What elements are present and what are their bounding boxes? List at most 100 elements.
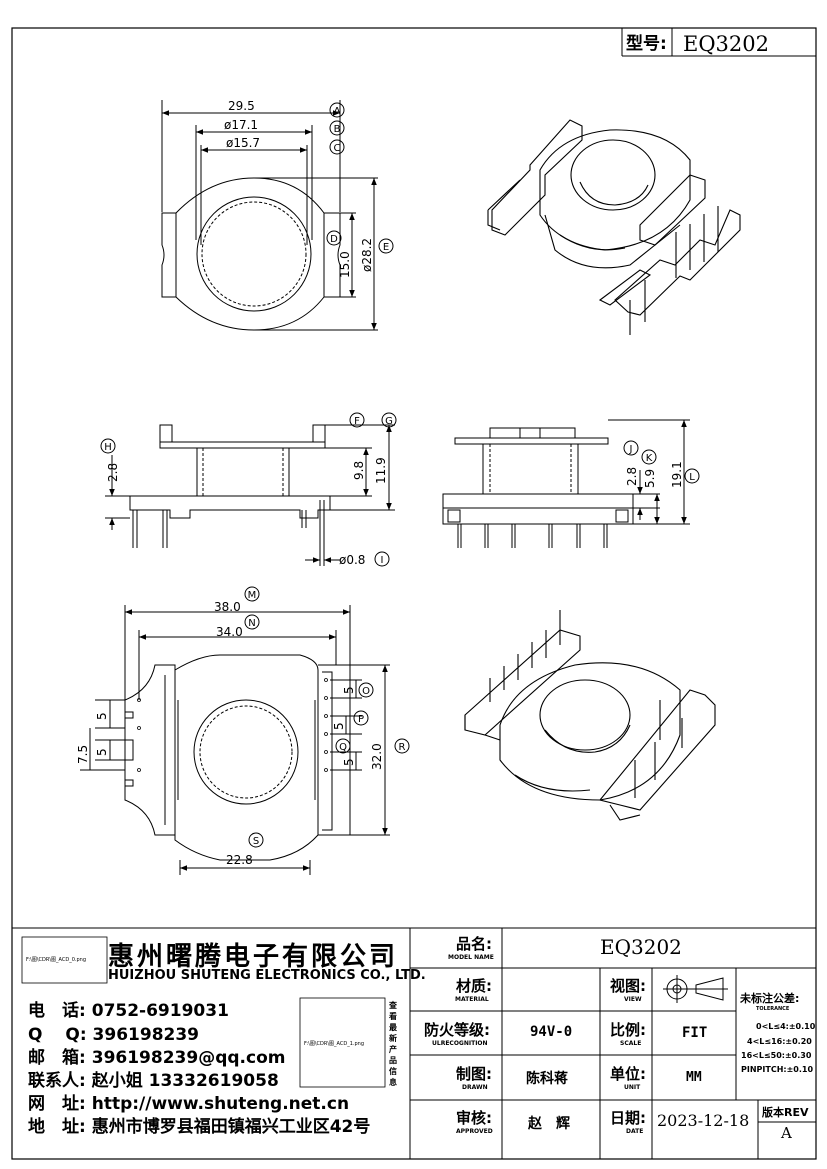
dim-left-5a: 5	[95, 712, 109, 720]
bottom-view	[80, 605, 390, 875]
dim-left-5b: 5	[95, 748, 109, 756]
dim-q: 5	[342, 758, 356, 766]
rev-value: A	[781, 1124, 792, 1142]
tag-s: S	[253, 836, 259, 847]
contact-row: 电 话: 0752-6919031	[28, 996, 229, 1021]
tag-l: L	[689, 472, 695, 483]
contact-row: 地 址: 惠州市博罗县福田镇福兴工业区42号	[28, 1112, 370, 1137]
tag-e: E	[383, 242, 389, 253]
tag-f: F	[354, 416, 360, 427]
contact-row: 联系人: 赵小姐 13332619058	[28, 1066, 279, 1091]
tolerance-row: 16<L≤50:±0.30	[741, 1051, 812, 1060]
dim-k: 5.9	[643, 469, 657, 488]
fire-sub: ULRECOGNITION	[432, 1040, 488, 1047]
pinming-label: 品名:	[456, 935, 492, 953]
contact-row: Q Q: 396198239	[28, 1020, 199, 1045]
qr-caption: 查看最新产品信息	[389, 1001, 397, 1087]
side-view-left-labels: 2.8 9.8 11.9 ø0.8	[106, 457, 388, 567]
tag-b: B	[334, 124, 341, 135]
scale-sub: SCALE	[620, 1040, 642, 1047]
dim-dia-e: ø28.2	[360, 238, 374, 272]
contact-value: 惠州市博罗县福田镇福兴工业区42号	[91, 1117, 371, 1137]
header-model-value: EQ3202	[683, 32, 769, 56]
sheet-border	[11, 27, 817, 1160]
tag-i: I	[381, 555, 384, 566]
drawn-sub: DRAWN	[462, 1084, 488, 1091]
dim-n: 34.0	[216, 625, 243, 639]
tag-g: G	[385, 416, 393, 427]
side-view-right-labels: 2.8 5.9 19.1	[625, 461, 684, 488]
iso-view-top	[487, 119, 741, 335]
dim-l: 19.1	[670, 461, 684, 488]
iso-view-bottom	[464, 610, 716, 821]
fire-label: 防火等级:	[424, 1021, 490, 1039]
drawn-value: 陈科蒋	[526, 1071, 568, 1087]
approved-label: 审核:	[456, 1109, 492, 1127]
contact-label: 地 址:	[28, 1117, 86, 1137]
unit-label: 单位:	[610, 1065, 646, 1083]
view-label: 视图:	[610, 977, 646, 995]
dim-m: 38.0	[214, 600, 241, 614]
header-model-label: 型号:	[626, 33, 667, 54]
dim-r: 32.0	[370, 743, 384, 770]
unit-value: MM	[686, 1070, 702, 1085]
tolerance-row: PINPITCH:±0.10	[741, 1065, 814, 1074]
dim-h: 2.8	[106, 463, 120, 482]
tag-j: J	[629, 444, 633, 455]
side-view-left	[105, 424, 395, 566]
contact-label: 联系人:	[28, 1071, 86, 1091]
rev-label: 版本REV	[762, 1106, 809, 1119]
unit-sub: UNIT	[624, 1084, 641, 1091]
contact-value: 396198239	[92, 1025, 200, 1045]
company-name-en: HUIZHOU SHUTENG ELECTRONICS CO., LTD.	[108, 968, 426, 983]
dim-s: 22.8	[226, 853, 253, 867]
top-view-labels: 29.5 ø17.1 ø15.7 15.0 ø28.2	[224, 99, 374, 278]
qr-code-image	[299, 997, 386, 1088]
scale-value: FIT	[682, 1025, 708, 1041]
contact-label: 邮 箱:	[28, 1048, 86, 1068]
header-model-box: 型号: EQ3202	[621, 28, 816, 57]
contact-label: 网 址:	[28, 1094, 86, 1114]
company-logo-caption: F:\图\CDR\图_ACD_0.png	[26, 957, 87, 963]
bottom-view-labels: 38.0 34.0 22.8 5 5 5 32.0 5 7.5 5	[76, 600, 384, 867]
company-name-cn: 惠州曙腾电子有限公司	[108, 942, 399, 972]
dim-width-a: 29.5	[228, 99, 255, 113]
fire-value: 94V-0	[530, 1024, 573, 1040]
tag-a: A	[334, 106, 341, 117]
dim-pin-dia: ø0.8	[339, 553, 365, 567]
contact-value: 0752-6919031	[91, 1001, 229, 1021]
contact-row: 邮 箱: 396198239@qq.com	[28, 1043, 285, 1068]
dim-left-75: 7.5	[76, 745, 90, 764]
date-sub: DATE	[626, 1128, 644, 1135]
company-logo-image	[21, 936, 108, 984]
material-sub: MATERIAL	[455, 996, 489, 1003]
tolerance-row: 4<L≤16:±0.20	[747, 1037, 812, 1046]
tag-r: R	[399, 742, 406, 753]
contact-value[interactable]: 396198239@qq.com	[91, 1048, 286, 1068]
tag-q: Q	[339, 742, 347, 753]
title-block-grid	[12, 927, 816, 1159]
contact-value: 赵小姐 13332619058	[91, 1071, 279, 1091]
tag-h: H	[104, 442, 112, 453]
pinming-value: EQ3202	[600, 935, 682, 959]
scale-label: 比例:	[610, 1021, 646, 1039]
tag-d: D	[330, 234, 338, 245]
view-sub: VIEW	[624, 996, 642, 1003]
date-label: 日期:	[610, 1109, 646, 1127]
contact-value[interactable]: http://www.shuteng.net.cn	[91, 1094, 350, 1114]
contact-label: Q Q:	[28, 1025, 87, 1045]
projection-symbol-icon	[663, 975, 728, 1003]
drawn-label: 制图:	[456, 1065, 492, 1083]
tag-p: P	[358, 714, 364, 725]
contact-label: 电 话:	[28, 1001, 86, 1021]
date-value: 2023-12-18	[657, 1111, 750, 1130]
material-label: 材质:	[456, 977, 492, 995]
tolerance-row: 0<L≤4:±0.10	[756, 1022, 816, 1031]
approved-sub: APPROVED	[456, 1128, 493, 1135]
side-view-right	[442, 419, 690, 548]
top-view-tags	[326, 102, 394, 254]
tag-c: C	[334, 143, 341, 154]
tolerance-title: 未标注公差:	[740, 992, 800, 1005]
dim-p: 5	[332, 722, 346, 730]
